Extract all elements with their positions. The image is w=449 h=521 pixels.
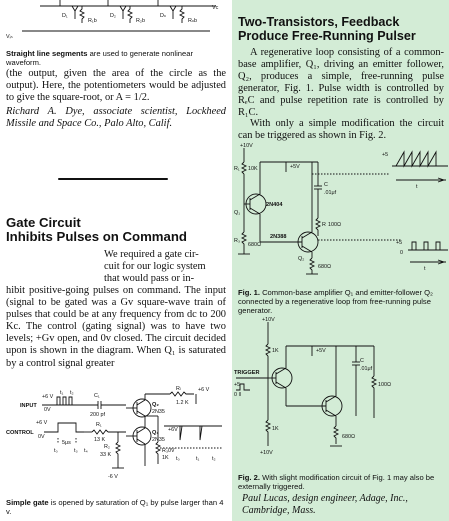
fig1-pulse-t: t xyxy=(424,266,426,272)
q1-label: Q₁ xyxy=(152,430,159,436)
pulser-paragraph-2: With only a simple modification the circ… xyxy=(238,118,444,142)
output-6v-label: +6V xyxy=(168,427,178,433)
fig2-c-value: .01μf xyxy=(360,366,373,372)
fig1-q1-label: Q₁ xyxy=(234,210,240,216)
gate-body: hibit positive-going pulses on command. … xyxy=(6,285,226,369)
fig1-wave-5v: +5 xyxy=(382,152,388,158)
q2-type: 2N35 xyxy=(152,409,165,415)
diode-d1-label: D₁ xyxy=(62,13,68,19)
diode-dn-label: Dₙ xyxy=(160,13,166,19)
nonlinear-waveform-diagram: D₁ D₂ Dₙ R₁b R₂b Rₙb Vᵢₙ Vc xyxy=(6,0,219,40)
fig1-r3-label: R₃ xyxy=(234,238,240,244)
output-t1-label: t₁ xyxy=(196,456,199,462)
fig2-10v-bottom-label: +10V xyxy=(260,450,273,456)
control-6v-label: +6 V xyxy=(36,420,48,426)
fig2-trigger-5v: +5 xyxy=(234,382,240,388)
left-column: D₁ D₂ Dₙ R₁b R₂b Rₙb Vᵢₙ Vc Straight lin… xyxy=(6,0,226,516)
section-divider xyxy=(58,178,168,180)
fig1-r3-value: 680Ω xyxy=(248,242,261,248)
fig1-wave-t: t xyxy=(416,184,418,190)
resistor-r1b-label: R₁b xyxy=(88,18,97,24)
fig2-caption: Fig. 2. With slight modification circuit… xyxy=(238,473,435,491)
fig2-100-label: 100Ω xyxy=(378,382,391,388)
fig1-re-value: 100Ω xyxy=(328,222,341,228)
t4-label: t₄ xyxy=(84,448,88,454)
rl-label: Rₗ xyxy=(176,386,181,392)
output-0v-label: 0V xyxy=(168,448,175,454)
minus-6v-label: -6 V xyxy=(108,474,118,480)
top-credit: Richard A. Dye, associate scientist, Loc… xyxy=(6,106,226,130)
fig2-c-label: C xyxy=(360,358,364,364)
fig2-trigger-label: TRIGGER xyxy=(234,370,259,376)
input-0v-label: 0V xyxy=(44,407,51,413)
fig2-1k-label: 1K xyxy=(272,348,279,354)
r2-label: R₂ xyxy=(104,444,110,450)
top-paragraph: (the output, given the area of the circl… xyxy=(6,68,226,104)
fig1-5v-label: +5V xyxy=(290,164,300,170)
vin-label: Vᵢₙ xyxy=(6,34,13,40)
rl-value: 1.2 K xyxy=(176,400,189,406)
pulse-width-label: 5μs xyxy=(62,440,71,446)
t2-label: t₂ xyxy=(70,390,74,396)
fig2-680-label: 680Ω xyxy=(342,434,355,440)
fig1-r680-label: 680Ω xyxy=(318,264,331,270)
t1-label: t₁ xyxy=(60,390,63,396)
gate-intro-line-3: that would pass or in- xyxy=(104,273,195,284)
t0-label: t₀ xyxy=(54,448,58,454)
top-figure-caption: Straight line segments are used to gener… xyxy=(6,49,193,67)
fig1-q2-type: 2N388 xyxy=(270,234,286,240)
fig2-10v-label: +10V xyxy=(262,317,275,323)
q2-label: Q₂ xyxy=(152,402,159,408)
fig1-q2-label: Q₂ xyxy=(298,256,304,262)
plus-6v-label: +6 V xyxy=(198,387,210,393)
r1-label: R₁ xyxy=(96,422,102,428)
r3-label: R₃ xyxy=(162,448,168,454)
gate-intro-line-2: cuit for our logic system xyxy=(104,261,206,272)
fig1-re-label: R xyxy=(322,222,326,228)
r2-value: 33 K xyxy=(100,452,111,458)
pulser-credit: Paul Lucas, design engineer, Adage, Inc.… xyxy=(242,493,408,516)
q1-type: 2N35 xyxy=(152,437,165,443)
fig1-q1-type: 2N404 xyxy=(266,202,283,208)
diode-d2-label: D₂ xyxy=(110,13,116,19)
pulser-paragraph-1: A regenerative loop consisting of a comm… xyxy=(238,47,444,119)
output-t0-label: t₀ xyxy=(176,456,180,462)
resistor-r2b-label: R₂b xyxy=(136,18,145,24)
fig1-circuit-diagram: +10V R₁ 10K +5V 2N404 2N388 Q₁ Q₂ C .01μ… xyxy=(234,143,448,275)
fig1-c-label: C xyxy=(324,182,328,188)
vc-label: Vc xyxy=(212,5,219,11)
fig2-1k-lower-label: 1K xyxy=(272,426,279,432)
fig2-trigger-0: 0 xyxy=(234,392,237,398)
r1-value: 13 K xyxy=(94,437,105,443)
t3-label: t₃ xyxy=(74,448,78,454)
input-label: INPUT xyxy=(20,403,37,409)
control-label: CONTROL xyxy=(6,430,34,436)
fig1-pulse-0: 0 xyxy=(400,250,403,256)
input-6v-label: +6 V xyxy=(42,394,54,400)
resistor-rnb-label: Rₙb xyxy=(188,18,197,24)
fig1-10v-label: +10V xyxy=(240,143,253,149)
fig1-pulse-5v: +5 xyxy=(396,240,402,246)
fig1-caption: Fig. 1. Common-base amplifier Q₁ and emi… xyxy=(238,288,434,315)
fig1-r1-label: R₁ xyxy=(234,166,240,172)
control-0v-label: 0V xyxy=(38,434,45,440)
gate-circuit-diagram: INPUT +6 V 0V t₁ t₂ CONTROL +6 V 0V 5μs … xyxy=(6,386,222,480)
r3-value: 1K xyxy=(162,455,169,461)
fig2-circuit-diagram: +10V 1K +5V C .01μf TRIGGER +5 0 1K 100Ω… xyxy=(234,317,391,456)
fig1-c-value: .01μf xyxy=(324,190,337,196)
fig2-5v-label: +5V xyxy=(316,348,326,354)
fig1-r1-value: 10K xyxy=(248,166,258,172)
output-t2-label: t₂ xyxy=(212,456,216,462)
gate-intro-line-1: We required a gate cir- xyxy=(104,249,199,260)
c1-label: C₁ xyxy=(94,393,100,399)
gate-caption: Simple gate is opened by saturation of Q… xyxy=(6,498,224,516)
c1-value: 200 pf xyxy=(90,412,105,418)
